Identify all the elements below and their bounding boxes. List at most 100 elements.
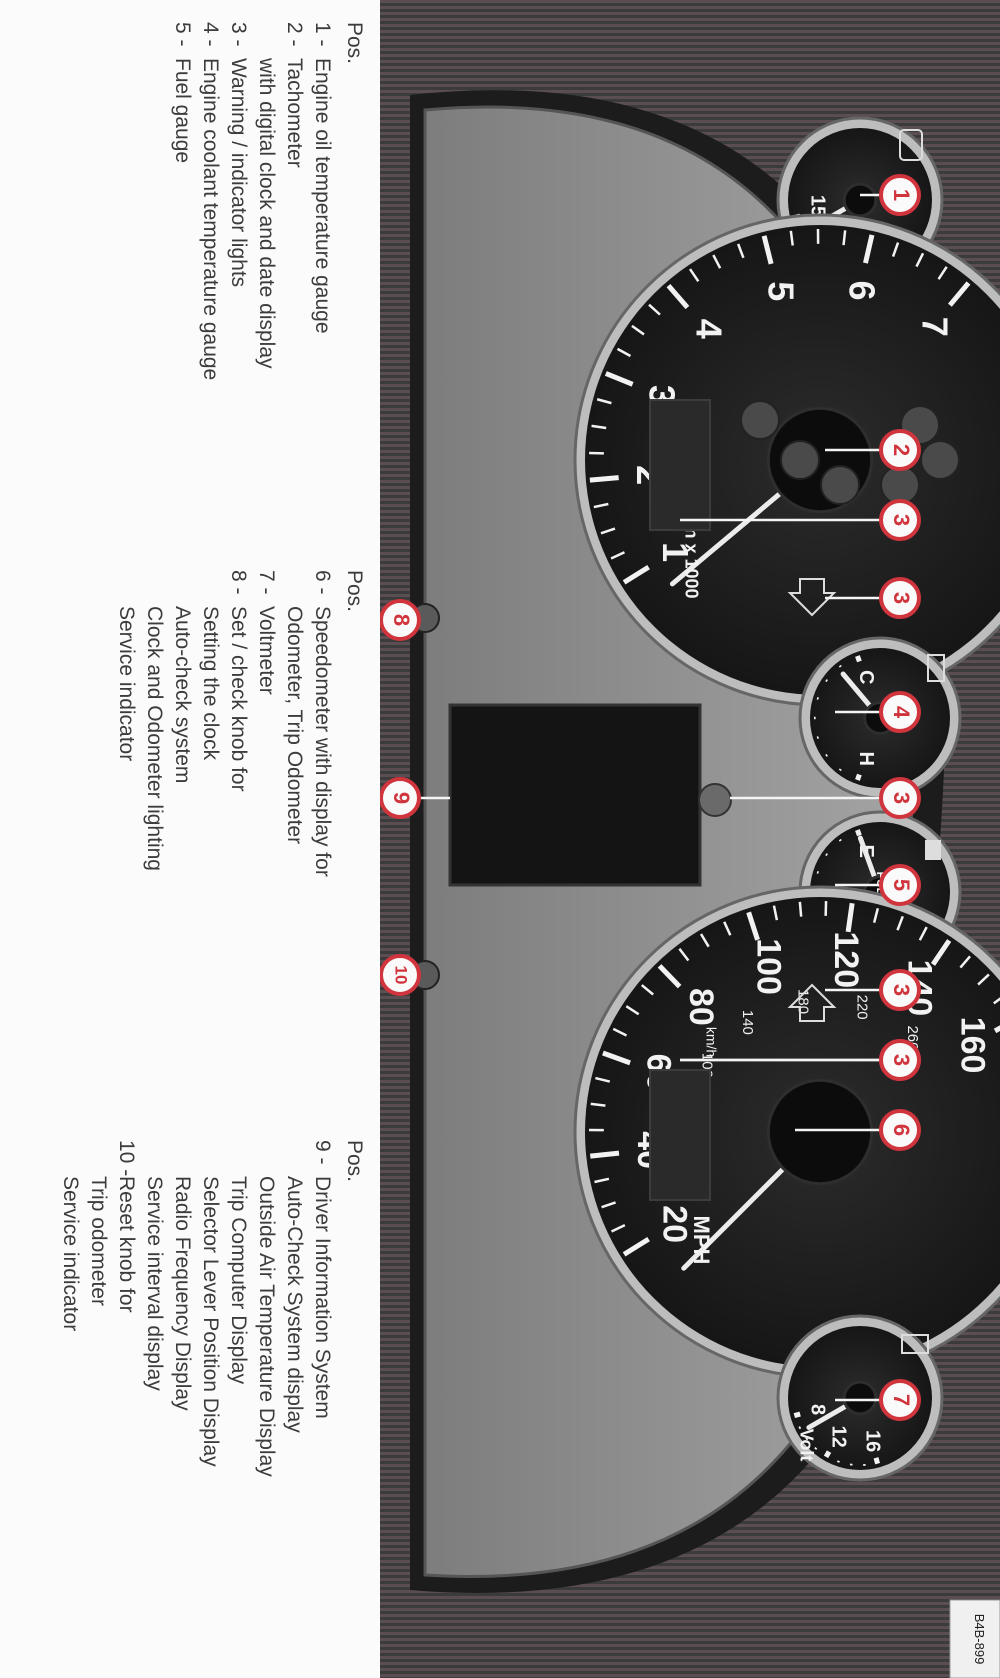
callout-6: 6 bbox=[795, 1109, 921, 1151]
tachometer-tick bbox=[688, 268, 700, 282]
speedometer-label: 80 bbox=[682, 988, 720, 1026]
callout-bubble bbox=[879, 174, 921, 216]
fuel-gauge-tick bbox=[838, 838, 842, 842]
legend-item-detail: Trip odometer bbox=[87, 1176, 110, 1306]
fuel-gauge-tick bbox=[855, 829, 862, 837]
tachometer-tick bbox=[712, 254, 722, 269]
legend-item-detail: Auto-check system bbox=[171, 606, 194, 784]
speedometer-hub bbox=[766, 1078, 874, 1186]
callout-3: 3 bbox=[730, 777, 921, 819]
warning-light bbox=[740, 400, 780, 440]
battery-icon bbox=[901, 1334, 929, 1354]
legend-item-label: Speedometer with display for bbox=[311, 606, 334, 877]
legend-item: 4 -Engine coolant temperature gauge bbox=[196, 22, 224, 542]
fuel-pump-icon bbox=[925, 840, 941, 860]
coolant-gauge-tick bbox=[825, 753, 828, 757]
speedometer-tick bbox=[610, 1223, 626, 1233]
speedometer-tick bbox=[595, 1076, 611, 1083]
legend-item-number: 9 - bbox=[311, 1140, 334, 1165]
tachometer-label: 4 bbox=[688, 319, 729, 339]
speedometer-label: 100 bbox=[749, 938, 787, 995]
callout-1: 1 bbox=[860, 174, 921, 216]
speedometer-tick bbox=[625, 1005, 640, 1016]
speedometer-tick bbox=[993, 1025, 1000, 1034]
figure-code-box bbox=[949, 1599, 1000, 1678]
legend-item-label: Driver Information System bbox=[311, 1176, 334, 1419]
oil-can-icon bbox=[899, 129, 923, 161]
gauges: 150250350°F12345671/min x 1000CHEFUNLEAD… bbox=[573, 116, 1000, 1482]
legend-item-detail: Setting the clock bbox=[199, 606, 222, 761]
legend-item-label: Reset knob for bbox=[115, 1176, 138, 1313]
speedometer-tick bbox=[896, 915, 904, 931]
speedometer-tick bbox=[678, 947, 690, 962]
callout-10: 10 bbox=[380, 954, 421, 996]
tachometer-tick bbox=[591, 424, 607, 430]
callout-bubble bbox=[879, 1379, 921, 1421]
callout-bubble bbox=[879, 1039, 921, 1081]
callout-bubble bbox=[879, 429, 921, 471]
legend-item: 10 -Reset knob for bbox=[112, 1140, 140, 1670]
legend-item: 1 -Engine oil temperature gauge bbox=[308, 22, 336, 542]
speedometer-tick bbox=[640, 984, 654, 996]
warning-light bbox=[780, 440, 820, 480]
speedometer-tick bbox=[594, 1177, 610, 1184]
coolant-gauge-label: H bbox=[855, 752, 877, 766]
speedometer-tick bbox=[930, 939, 952, 966]
coolant-gauge-tick bbox=[838, 664, 842, 668]
legend-item-number: 5 - bbox=[171, 22, 194, 47]
legend-item: 3 -Warning / indicator lights bbox=[224, 22, 252, 542]
coolant-gauge-label: C bbox=[855, 670, 877, 684]
turn-signal-right-icon bbox=[787, 983, 837, 1022]
oil-temp-gauge-hub bbox=[842, 182, 878, 218]
callout-3: 3 bbox=[825, 577, 921, 619]
legend-item-number: 8 - bbox=[227, 570, 250, 595]
legend-item-label: Voltmeter bbox=[255, 606, 278, 695]
tachometer-tick bbox=[600, 527, 616, 535]
legend-item: 5 - Fuel gauge bbox=[168, 22, 196, 542]
legend-item: 6 -Speedometer with display for bbox=[308, 570, 336, 1130]
tachometer-tick bbox=[610, 551, 625, 560]
coolant-gauge-tick bbox=[855, 655, 862, 663]
speedometer-tick bbox=[845, 902, 855, 933]
tachometer-tick bbox=[622, 564, 650, 585]
legend-item-number: 2 - bbox=[283, 22, 306, 47]
speedometer-kmh-label: 220 bbox=[854, 995, 871, 1020]
tachometer-tick bbox=[761, 235, 774, 265]
callout-number: 10 bbox=[392, 966, 411, 985]
legend-item-detail: Odometer, Trip Odometer bbox=[283, 606, 306, 845]
speedometer-tick bbox=[612, 1027, 628, 1037]
coolant-gauge-tick bbox=[825, 679, 828, 683]
speedometer-tick bbox=[772, 905, 779, 921]
coolant-gauge-tick bbox=[855, 773, 862, 781]
callout-number: 3 bbox=[889, 514, 914, 526]
callout-number: 9 bbox=[389, 792, 414, 804]
tachometer-tick bbox=[593, 502, 609, 509]
tachometer-label: 5 bbox=[760, 281, 801, 301]
callout-4: 4 bbox=[835, 691, 921, 733]
legend-item-label: Fuel gauge bbox=[171, 58, 194, 164]
callout-bubble bbox=[879, 691, 921, 733]
legend-item: 2 - Tachometer bbox=[280, 22, 308, 542]
callout-number: 4 bbox=[889, 706, 914, 719]
voltmeter-label: 8 bbox=[807, 1404, 829, 1415]
speedometer-tick bbox=[590, 1102, 606, 1107]
legend-item-label: Tachometer bbox=[283, 58, 306, 168]
tachometer-tick bbox=[789, 230, 794, 246]
tachometer-tick bbox=[863, 234, 875, 264]
callout-number: 3 bbox=[889, 592, 914, 604]
voltmeter-tick bbox=[805, 1437, 809, 1441]
callout-number: 3 bbox=[889, 984, 914, 996]
speedometer-tick bbox=[602, 1050, 631, 1066]
speedometer-tick bbox=[798, 901, 803, 917]
tachometer-label: 1 bbox=[655, 542, 696, 562]
legend-item-detail: Outside Air Temperature Display bbox=[255, 1176, 278, 1477]
legend-item-number: 10 - bbox=[115, 1140, 138, 1177]
speedometer-kmh-label: 140 bbox=[739, 1010, 756, 1035]
speedometer-tick bbox=[601, 1201, 616, 1209]
voltmeter-tick bbox=[793, 1411, 801, 1419]
voltmeter-label: 12 bbox=[827, 1426, 849, 1448]
